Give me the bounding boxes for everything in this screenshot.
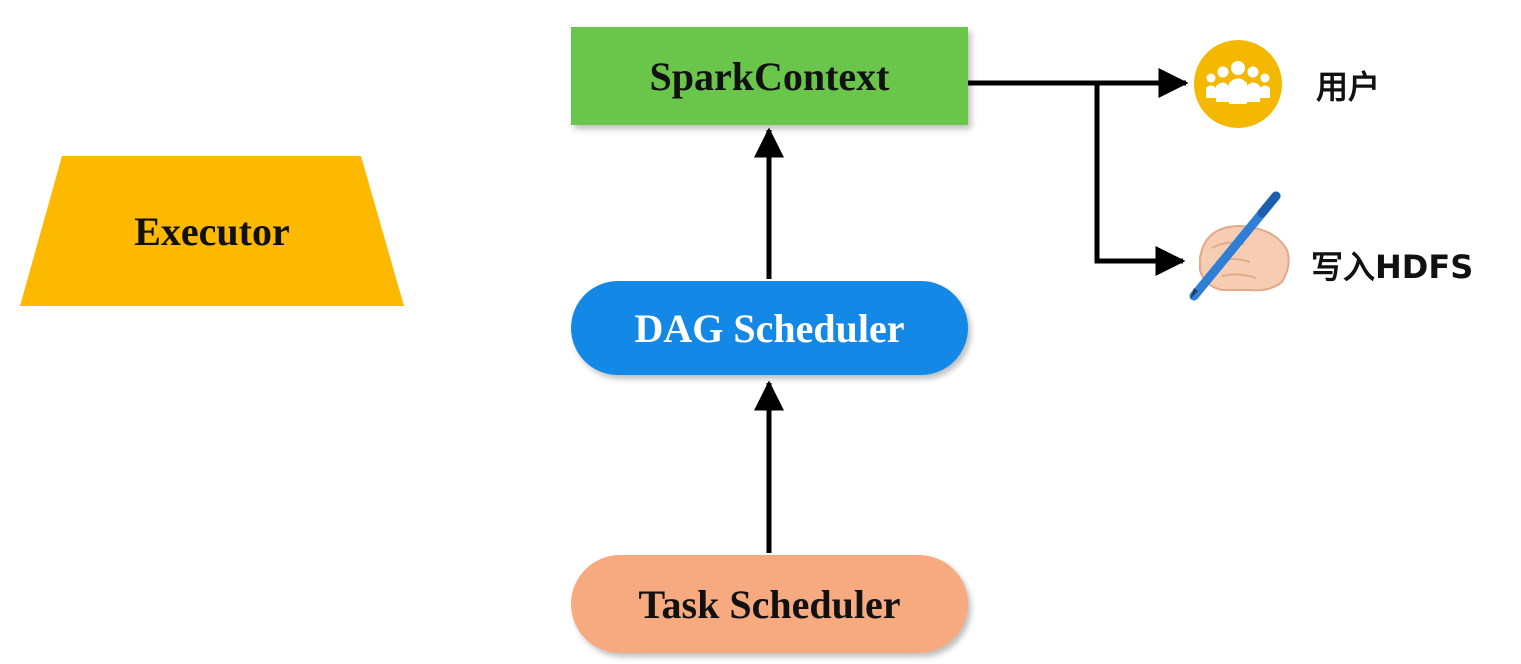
sparkcontext-node: SparkContext (571, 27, 968, 125)
arrow-sparkcontext-to-hdfs (1094, 83, 1186, 276)
users-group-icon (1194, 40, 1282, 128)
executor-node-label: Executor (134, 208, 290, 254)
task-scheduler-node: Task Scheduler (571, 555, 968, 653)
executor-shape (20, 156, 404, 306)
dag-scheduler-node: DAG Scheduler (571, 281, 968, 375)
user-output-label: 用户 (1316, 68, 1381, 106)
write-hdfs-output-label: 写入HDFS (1311, 248, 1474, 286)
hand-writing-pen-icon (1189, 191, 1290, 301)
